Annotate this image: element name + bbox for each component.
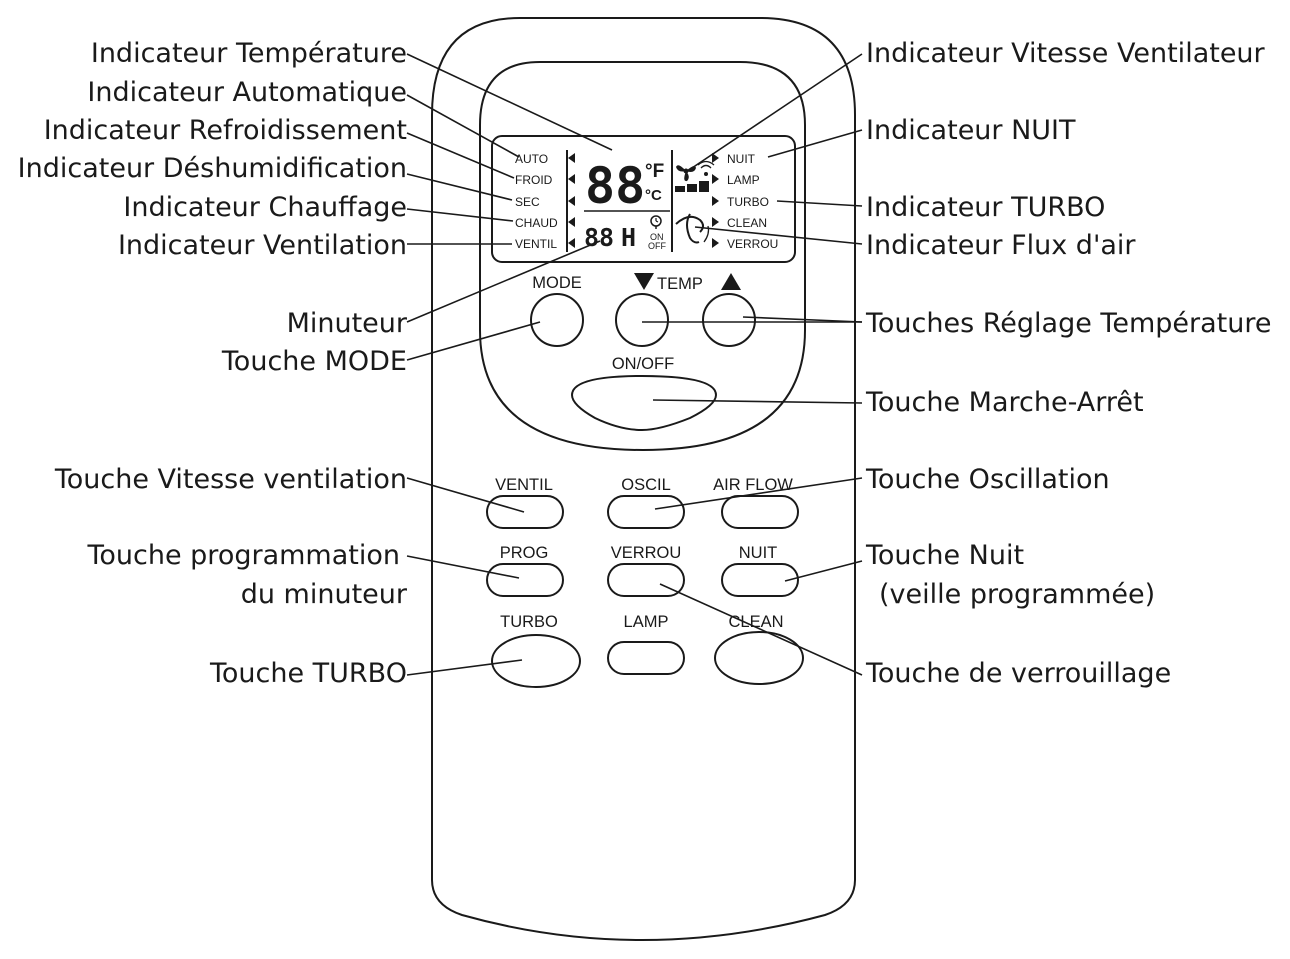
- oscil-button[interactable]: [607, 495, 685, 529]
- callout-touche-turbo: Touche TURBO: [209, 658, 407, 689]
- temp-down-arrow-icon: [634, 273, 654, 290]
- callout-minuteur: Minuteur: [287, 308, 408, 339]
- left-indicator-arrow: [568, 238, 575, 248]
- right-indicator-arrow: [712, 238, 719, 248]
- callout-temperature: Indicateur Température: [91, 38, 407, 69]
- lcd-sec-label: SEC: [515, 195, 540, 209]
- ventil-button-label: VENTIL: [495, 476, 553, 494]
- callout-chauffage: Indicateur Chauffage: [123, 192, 407, 223]
- callout-programmation-line2: du minuteur: [241, 579, 408, 610]
- lcd-ventil-label: VENTIL: [515, 237, 557, 251]
- timer-digits: 88: [584, 223, 614, 252]
- callout-refroidissement: Indicateur Refroidissement: [44, 115, 407, 146]
- lamp-button-label: LAMP: [624, 613, 669, 631]
- left-indicator-arrow: [568, 196, 575, 206]
- upper-panel: [479, 61, 806, 452]
- ventil-button[interactable]: [486, 495, 564, 529]
- callout-flux-air: Indicateur Flux d'air: [866, 230, 1136, 261]
- callout-touche-nuit-line1: Touche Nuit: [865, 540, 1024, 571]
- lcd-verrou-label: VERROU: [727, 237, 778, 251]
- lcd-chaud-label: CHAUD: [515, 216, 558, 230]
- callout-programmation-line1: Touche programmation: [86, 540, 400, 571]
- clean-button-label: CLEAN: [728, 613, 783, 631]
- mode-button[interactable]: [530, 293, 584, 347]
- callout-touche-nuit-line2: (veille programmée): [879, 579, 1155, 610]
- lcd-auto-label: AUTO: [515, 152, 548, 166]
- callout-touche-mode: Touche MODE: [221, 346, 407, 377]
- prog-button[interactable]: [486, 563, 564, 597]
- unit-fahrenheit: °F: [645, 161, 664, 182]
- prog-button-label: PROG: [500, 544, 549, 562]
- callout-vitesse-ventilation: Touche Vitesse ventilation: [54, 464, 407, 495]
- callout-oscillation: Touche Oscillation: [865, 464, 1110, 495]
- temp-up-arrow-icon: [721, 273, 741, 290]
- lamp-button[interactable]: [607, 641, 685, 675]
- unit-celsius: °C: [645, 187, 662, 204]
- turbo-button-label: TURBO: [500, 613, 558, 631]
- left-indicator-arrow: [568, 153, 575, 163]
- clock-icon: [650, 215, 662, 229]
- right-indicator-arrow: [712, 196, 719, 206]
- airflow-button-label: AIR FLOW: [713, 476, 793, 494]
- verrou-button-label: VERROU: [611, 544, 682, 562]
- lcd-display: AUTO FROID SEC CHAUD VENTIL 88 °F °C 88 …: [491, 135, 796, 263]
- callout-indicateur-turbo: Indicateur TURBO: [866, 192, 1105, 223]
- callout-deshumidification: Indicateur Déshumidification: [18, 153, 407, 184]
- leader-lines: [406, 53, 863, 676]
- oscil-button-label: OSCIL: [621, 476, 671, 494]
- lcd-nuit-label: NUIT: [727, 152, 756, 166]
- callout-verrouillage: Touche de verrouillage: [865, 658, 1171, 689]
- mode-button-label: MODE: [532, 274, 582, 292]
- temp-down-button[interactable]: [615, 293, 669, 347]
- right-indicator-arrow: [712, 153, 719, 163]
- lcd-froid-label: FROID: [515, 173, 553, 187]
- wireless-signal-icon: [697, 160, 715, 176]
- temp-button-label: TEMP: [657, 275, 703, 293]
- verrou-button[interactable]: [607, 563, 685, 597]
- fan-speed-bars: [675, 181, 709, 192]
- callout-vitesse-ventilateur: Indicateur Vitesse Ventilateur: [866, 38, 1266, 69]
- lcd-lamp-label: LAMP: [727, 173, 760, 187]
- airflow-button[interactable]: [721, 495, 799, 529]
- nuit-button[interactable]: [721, 563, 799, 597]
- clean-button[interactable]: [714, 631, 804, 685]
- right-indicator-arrow: [712, 174, 719, 184]
- callout-nuit: Indicateur NUIT: [866, 115, 1076, 146]
- callout-ventilation: Indicateur Ventilation: [118, 230, 407, 261]
- nuit-button-label: NUIT: [739, 544, 778, 562]
- lcd-turbo-label: TURBO: [727, 195, 769, 209]
- callout-marche-arret: Touche Marche-Arrêt: [865, 387, 1144, 418]
- temp-up-button[interactable]: [702, 293, 756, 347]
- callout-automatique: Indicateur Automatique: [87, 77, 407, 108]
- lcd-clean-label: CLEAN: [727, 216, 767, 230]
- remote-body: [431, 17, 856, 941]
- left-indicator-arrow: [568, 174, 575, 184]
- right-indicator-arrow: [712, 217, 719, 227]
- left-indicator-arrow: [568, 217, 575, 227]
- lcd-frame: [491, 135, 796, 263]
- temperature-digits: 88: [585, 157, 645, 215]
- timer-on-label: ON: [650, 232, 664, 242]
- onoff-button[interactable]: [570, 374, 718, 432]
- onoff-button-label: ON/OFF: [612, 355, 674, 373]
- callout-reglage-temperature: Touches Réglage Température: [865, 308, 1271, 339]
- turbo-button[interactable]: [491, 634, 581, 688]
- timer-off-label: OFF: [648, 241, 666, 251]
- timer-unit: H: [621, 223, 636, 252]
